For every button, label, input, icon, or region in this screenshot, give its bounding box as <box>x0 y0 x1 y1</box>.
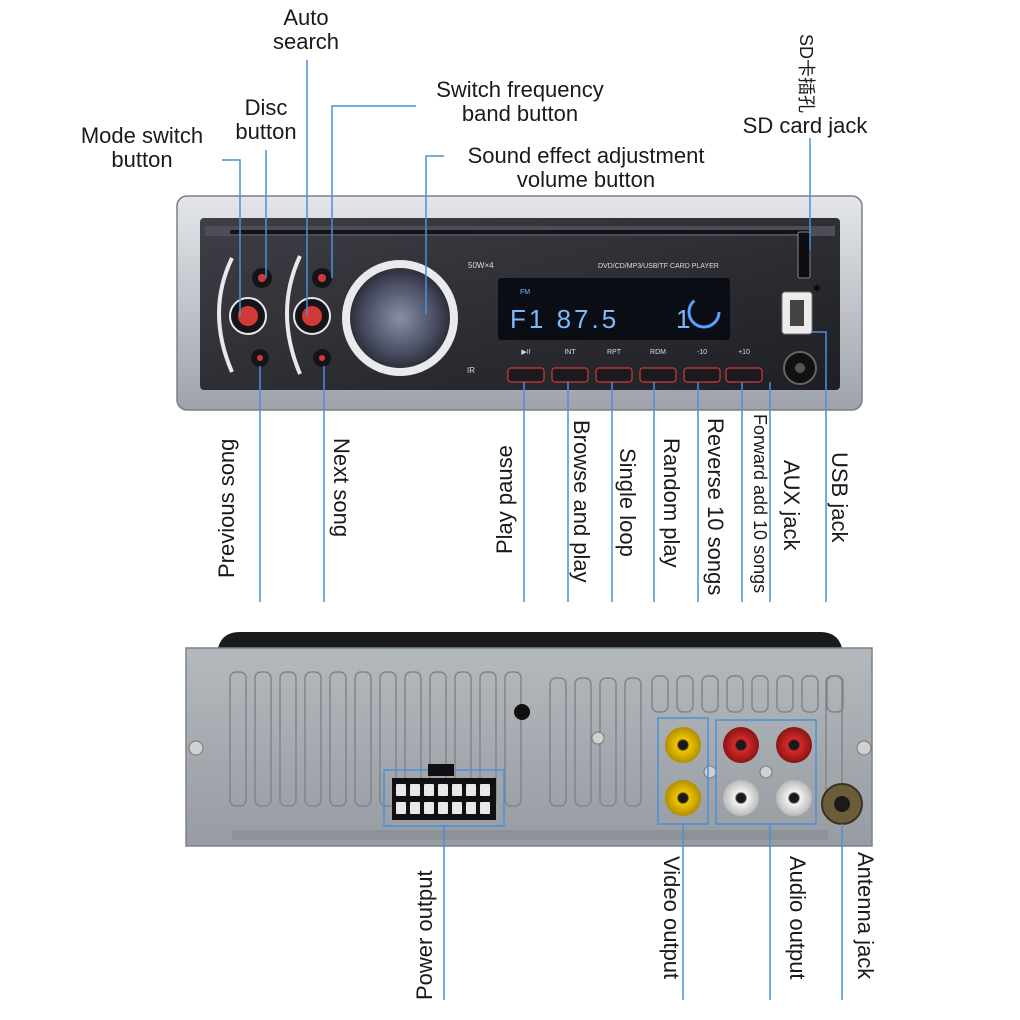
button-label-3: RDM <box>650 349 666 356</box>
label-antenna-jack: Antenna jack <box>853 852 878 980</box>
label-mode-switch: Mode switch button <box>80 123 204 172</box>
audio-output-box <box>715 719 817 825</box>
label-usb-jack: USB jack <box>827 452 852 543</box>
rdm-button[interactable] <box>639 367 677 383</box>
minus-10-button[interactable] <box>683 367 721 383</box>
disc-slot[interactable] <box>230 230 810 234</box>
label-sd-card-jack: SD card jack <box>742 113 868 138</box>
label-aux-jack: AUX jack <box>779 460 804 551</box>
button-labels: ▶II INT RPT RDM -10 +10 <box>521 349 750 356</box>
audio-rca-white-2[interactable] <box>776 780 812 816</box>
int-button[interactable] <box>551 367 589 383</box>
mode-switch-button[interactable] <box>238 306 258 326</box>
label-previous-song: Previous song <box>214 438 239 578</box>
play-pause-button[interactable] <box>507 367 545 383</box>
label-power-output: Power output <box>412 870 437 1000</box>
volume-knob[interactable] <box>350 268 450 368</box>
lcd-display <box>498 278 730 340</box>
label-next-song: Next song <box>329 438 354 538</box>
band-button[interactable] <box>318 274 326 282</box>
disc-button[interactable] <box>258 274 266 282</box>
previous-song-button[interactable] <box>257 355 263 361</box>
button-label-4: -10 <box>697 349 707 356</box>
button-label-2: RPT <box>607 349 622 356</box>
label-audio-output: Audio output <box>785 856 810 980</box>
power-rating-label: 50W×4 <box>468 261 494 270</box>
label-single-loop: Single loop <box>615 448 640 557</box>
label-play-pause: Play pause <box>492 445 517 554</box>
lcd-frequency: F1 87.5 <box>510 304 619 334</box>
label-random-play: Random play <box>659 438 684 568</box>
model-label: DVD/CD/MP3/USB/TF CARD PLAYER <box>598 263 719 270</box>
button-label-1: INT <box>564 349 576 356</box>
label-browse-play: Browse and play <box>569 420 594 583</box>
button-label-0: ▶II <box>521 349 530 356</box>
label-switch-band: Switch frequency band button <box>436 77 604 126</box>
rpt-button[interactable] <box>595 367 633 383</box>
rear-panel <box>185 632 873 847</box>
next-song-button[interactable] <box>319 355 325 361</box>
video-rca-top[interactable] <box>665 727 701 763</box>
label-video-output: Video output <box>659 856 684 980</box>
label-sound-effect: Sound effect adjustment volume button <box>467 143 705 192</box>
lcd-channel: 1 <box>676 304 690 334</box>
leader-lines <box>222 60 843 1000</box>
rear-vents-right <box>549 675 844 807</box>
label-auto-search: Auto search <box>272 5 340 54</box>
plus-10-button[interactable] <box>725 367 763 383</box>
bottom-button-row <box>507 367 763 383</box>
label-sd-card-cn: SD卡插孔 <box>796 34 816 114</box>
sd-card-slot[interactable] <box>797 231 811 279</box>
label-reverse-10: Reverse 10 songs <box>703 418 728 596</box>
label-disc-button: Disc button <box>235 95 297 144</box>
lcd-mode: FM <box>520 289 530 296</box>
video-rca-bottom[interactable] <box>665 780 701 816</box>
audio-rca-white-1[interactable] <box>723 780 759 816</box>
auto-search-button[interactable] <box>302 306 322 326</box>
audio-rca-red-1[interactable] <box>723 727 759 763</box>
button-label-5: +10 <box>738 349 750 356</box>
label-forward-10: Forward add 10 songs <box>750 414 770 594</box>
audio-rca-red-2[interactable] <box>776 727 812 763</box>
ir-label: IR <box>467 366 475 375</box>
front-panel <box>176 195 863 411</box>
